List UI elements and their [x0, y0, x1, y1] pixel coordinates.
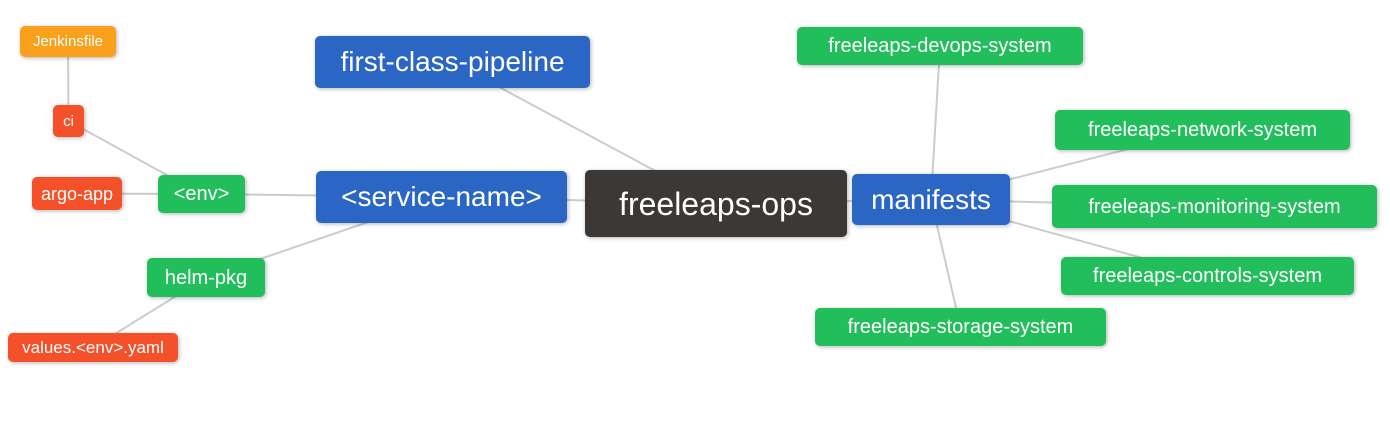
node-freeleaps-ops[interactable]: freeleaps-ops	[585, 170, 847, 237]
node-service-name[interactable]: <service-name>	[316, 171, 567, 223]
node-storage-system[interactable]: freeleaps-storage-system	[815, 308, 1106, 346]
node-manifests[interactable]: manifests	[852, 174, 1010, 225]
node-controls-system[interactable]: freeleaps-controls-system	[1061, 257, 1354, 295]
node-values-env-yaml[interactable]: values.<env>.yaml	[8, 333, 178, 362]
node-jenkinsfile[interactable]: Jenkinsfile	[20, 26, 116, 57]
node-argo-app[interactable]: argo-app	[32, 177, 122, 210]
node-helm-pkg[interactable]: helm-pkg	[147, 258, 265, 297]
node-env[interactable]: <env>	[158, 175, 245, 213]
node-first-class-pipeline[interactable]: first-class-pipeline	[315, 36, 590, 88]
node-devops-system[interactable]: freeleaps-devops-system	[797, 27, 1083, 65]
node-monitoring-system[interactable]: freeleaps-monitoring-system	[1052, 185, 1377, 228]
node-network-system[interactable]: freeleaps-network-system	[1055, 110, 1350, 150]
node-ci[interactable]: ci	[53, 105, 84, 137]
